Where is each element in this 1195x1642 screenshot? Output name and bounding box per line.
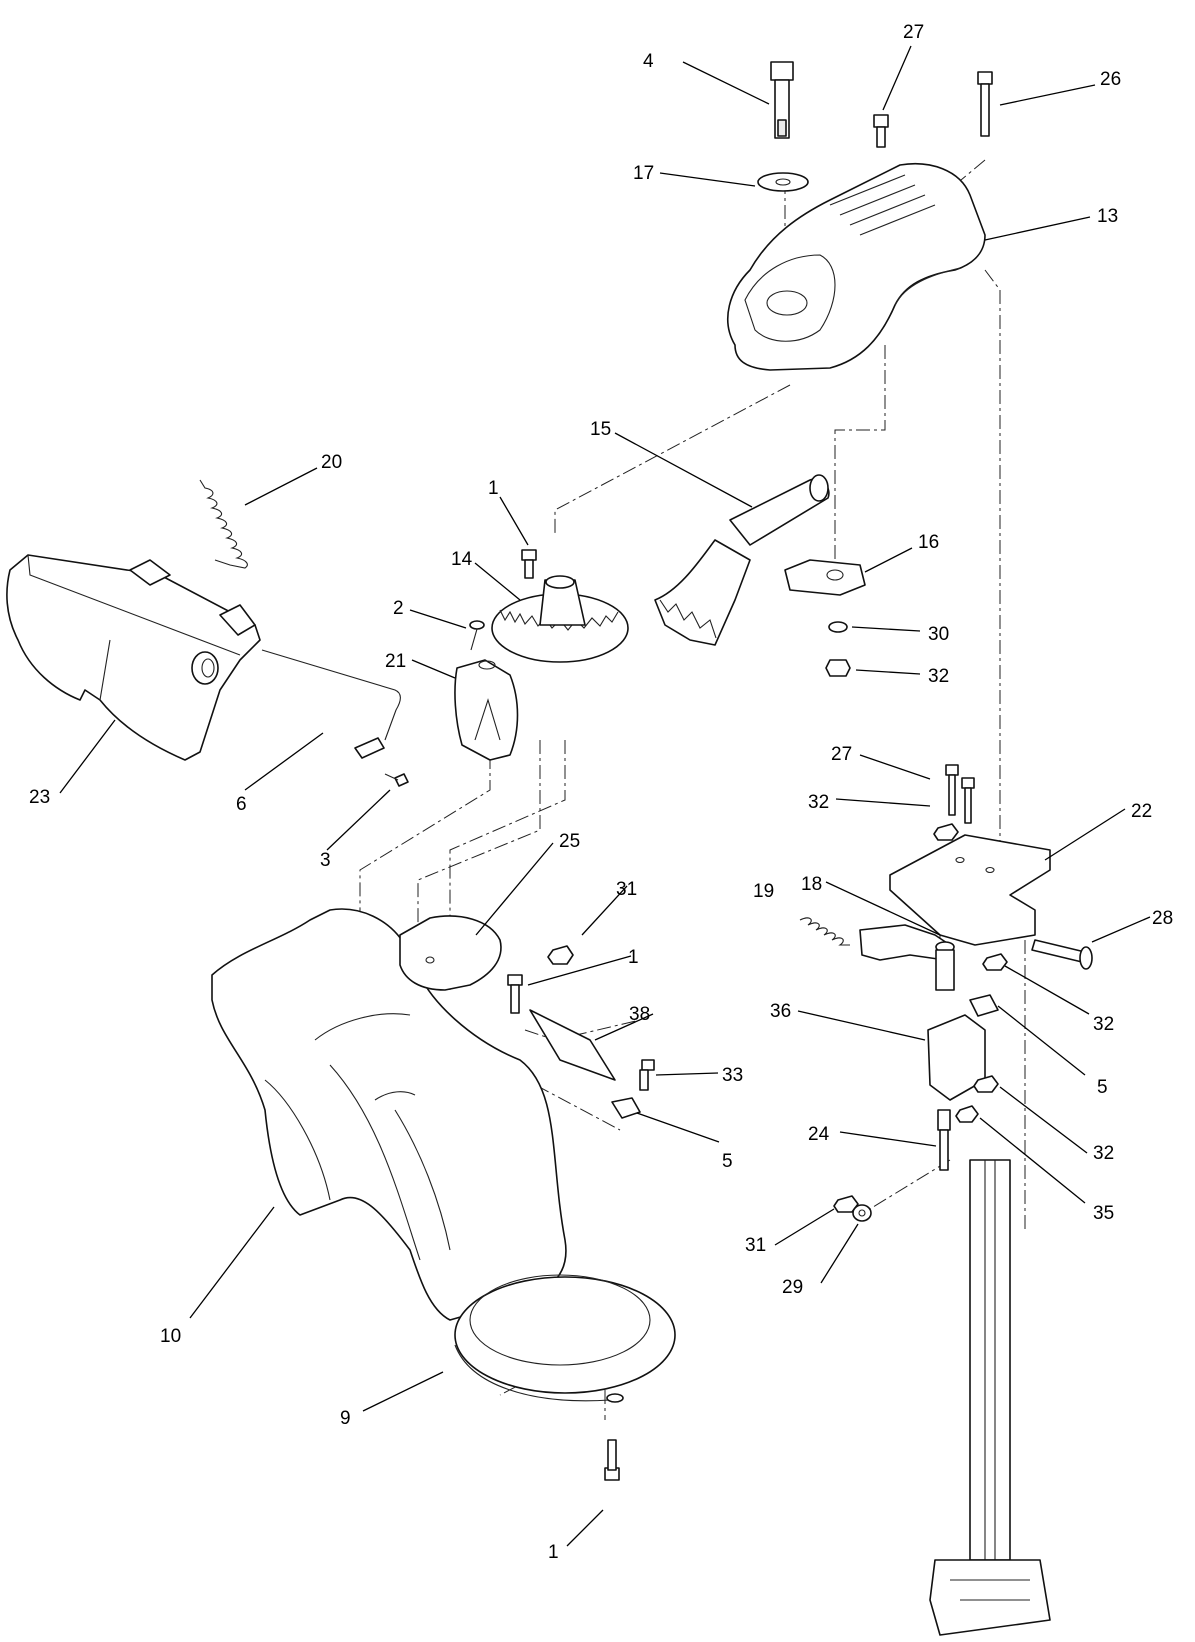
callout-6: 6 <box>236 794 247 815</box>
part-26-bolt <box>977 71 993 137</box>
callout-27: 27 <box>903 22 924 43</box>
callout-31: 31 <box>616 879 637 900</box>
callout-32: 32 <box>928 666 949 687</box>
callout-36: 36 <box>770 1001 791 1022</box>
callout-3: 3 <box>320 850 331 871</box>
part-16-bracket <box>784 559 866 596</box>
part-33-bolt <box>639 1059 655 1091</box>
callout-13: 13 <box>1097 206 1118 227</box>
callout-31: 31 <box>745 1235 766 1256</box>
callout-19: 19 <box>753 881 774 902</box>
callout-9: 9 <box>340 1408 351 1429</box>
part-20-spring <box>199 479 248 569</box>
leader-lines <box>59 45 1151 1547</box>
part-29-washer <box>852 1204 872 1222</box>
part-32-nut-upper <box>825 659 851 677</box>
part-31-nut-middle <box>547 945 574 965</box>
callout-16: 16 <box>918 532 939 553</box>
part-tower-post <box>929 1159 1051 1636</box>
part-17-washer <box>757 172 809 192</box>
part-13-top-cover <box>727 163 986 371</box>
callout-10: 10 <box>160 1326 181 1347</box>
part-4-bolt <box>770 61 794 139</box>
part-35-nut <box>955 1105 979 1123</box>
callout-17: 17 <box>633 163 654 184</box>
callout-24: 24 <box>808 1124 830 1145</box>
part-27-bolt-top <box>873 114 889 148</box>
callout-20: 20 <box>321 452 342 473</box>
callout-32: 32 <box>808 792 829 813</box>
part-32-nut-right-top <box>933 823 959 841</box>
part-1-bolt-middle <box>507 974 523 1014</box>
callout-4: 4 <box>643 51 654 72</box>
callout-18: 18 <box>801 874 822 895</box>
callout-1: 1 <box>628 947 639 968</box>
part-5-clip-left <box>611 1097 641 1119</box>
callout-22: 22 <box>1131 801 1152 822</box>
callout-32: 32 <box>1093 1014 1114 1035</box>
part-6-rod <box>261 649 401 759</box>
callout-29: 29 <box>782 1277 803 1298</box>
part-9-ring <box>454 1274 676 1403</box>
callout-38: 38 <box>629 1004 650 1025</box>
callout-33: 33 <box>722 1065 743 1086</box>
part-32-nut-right-low <box>973 1075 999 1093</box>
callout-5: 5 <box>722 1151 733 1172</box>
callout-14: 14 <box>451 549 473 570</box>
callout-21: 21 <box>385 651 406 672</box>
part-15-control-tube <box>654 474 830 646</box>
part-5-clip-right <box>969 994 999 1017</box>
callout-labels: 4 27 26 17 13 15 20 1 14 16 2 30 21 32 2… <box>29 22 1173 1563</box>
callout-1: 1 <box>548 1542 559 1563</box>
callout-28: 28 <box>1152 908 1173 929</box>
part-18-lever <box>859 924 955 991</box>
callout-32: 32 <box>1093 1143 1114 1164</box>
part-38-plate <box>529 1009 616 1081</box>
part-14-gear <box>491 575 629 663</box>
part-21-knob <box>454 659 519 761</box>
part-24-bolt <box>937 1109 951 1171</box>
callout-23: 23 <box>29 787 50 808</box>
part-30-washer <box>828 621 848 633</box>
part-10-chute <box>211 908 567 1321</box>
part-27-bolts-right <box>945 764 975 824</box>
part-23-deflector <box>6 554 261 761</box>
part-31-nut-lower <box>833 1195 859 1213</box>
part-22-bracket <box>889 834 1051 946</box>
callout-2: 2 <box>393 598 404 619</box>
callout-25: 25 <box>559 831 580 852</box>
part-2-screw <box>469 620 485 651</box>
callout-5: 5 <box>1097 1077 1108 1098</box>
callout-1: 1 <box>488 478 499 499</box>
part-28-pin <box>1031 939 1093 970</box>
callout-27: 27 <box>831 744 852 765</box>
part-19-spring <box>799 917 850 946</box>
callout-35: 35 <box>1093 1203 1114 1224</box>
callout-26: 26 <box>1100 69 1121 90</box>
callout-30: 30 <box>928 624 949 645</box>
callout-15: 15 <box>590 419 611 440</box>
part-32-nut-right-mid <box>982 953 1008 971</box>
part-1-bolt-lower <box>604 1439 620 1481</box>
part-1-bolt-upper <box>521 549 537 579</box>
part-25-mount-plate <box>399 915 502 991</box>
part-3-bolt <box>384 773 409 787</box>
